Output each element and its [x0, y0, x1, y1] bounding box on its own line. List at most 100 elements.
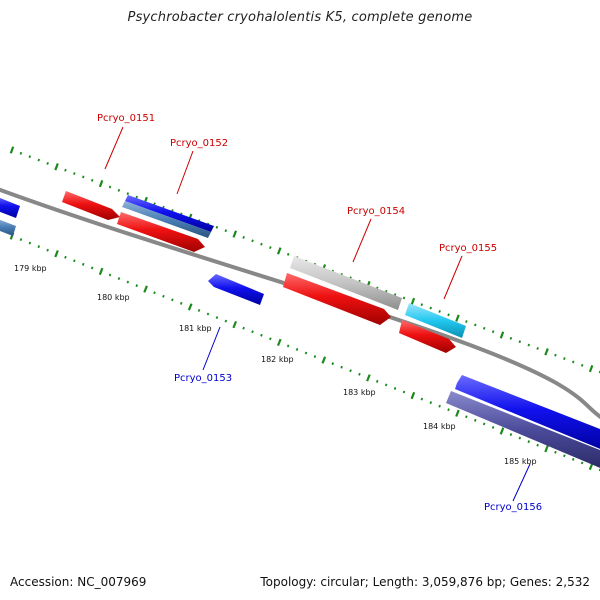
outer-track-minor-tick — [126, 192, 130, 196]
outer-track-minor-tick — [224, 229, 228, 233]
outer-track-minor-tick — [19, 151, 23, 155]
kbp-label-182: 182 kbp — [261, 355, 294, 364]
inner-track-minor-tick — [393, 386, 397, 390]
inner-track-minor-tick — [197, 308, 201, 312]
outer-track-minor-tick — [251, 239, 254, 243]
inner-track-minor-tick — [126, 280, 130, 284]
inner-track-minor-tick — [171, 298, 174, 302]
kbp-label-185: 185 kbp — [504, 457, 537, 466]
inner-track-major-tick — [232, 320, 238, 329]
outer-track-minor-tick — [402, 296, 406, 300]
gene-label-pcryo-0153[interactable]: Pcryo_0153 — [174, 373, 232, 384]
feature-pcryo-0156-slate[interactable] — [446, 391, 600, 470]
feature-pcryo-0155-cyan[interactable] — [405, 303, 466, 338]
map-title: Psychrobacter cryohalolentis K5, complet… — [127, 10, 473, 25]
outer-track-minor-tick — [81, 175, 85, 179]
outer-track-major-tick — [455, 314, 460, 322]
feature-pcryo-0153[interactable] — [208, 274, 264, 305]
inner-track-major-tick — [455, 409, 460, 417]
outer-track-minor-tick — [554, 353, 557, 357]
feature-left-blue[interactable] — [0, 196, 20, 218]
callout-line-0156 — [512, 463, 531, 502]
outer-track-major-tick — [410, 297, 416, 305]
inner-track-minor-tick — [46, 248, 49, 252]
kbp-label-180: 180 kbp — [97, 293, 130, 302]
inner-track-minor-tick — [438, 404, 441, 408]
inner-track-major-tick — [54, 250, 59, 258]
inner-track-minor-tick — [349, 369, 352, 373]
inner-track-minor-tick — [179, 301, 183, 305]
callout-line-0152 — [176, 150, 194, 195]
inner-track-minor-tick — [295, 347, 299, 351]
callout-line-0153 — [202, 326, 221, 371]
outer-track-minor-tick — [28, 155, 32, 159]
inner-track-major-tick — [410, 391, 416, 400]
genome-summary-text: Topology: circular; Length: 3,059,876 bp… — [260, 575, 590, 589]
gene-label-pcryo-0152[interactable]: Pcryo_0152 — [170, 138, 228, 149]
gene-labels[interactable]: Pcryo_0151 Pcryo_0152 Pcryo_0153 Pcryo_0… — [97, 113, 542, 513]
inner-track-minor-tick — [527, 440, 531, 444]
inner-track-minor-tick — [206, 312, 210, 316]
outer-track-minor-tick — [518, 340, 522, 344]
kbp-label-184: 184 kbp — [423, 422, 456, 431]
feature-pcryo-0154-red[interactable] — [283, 273, 391, 325]
inner-track-minor-tick — [73, 259, 76, 263]
gene-label-pcryo-0155[interactable]: Pcryo_0155 — [439, 243, 497, 254]
outer-track-minor-tick — [260, 242, 263, 246]
inner-track-minor-tick — [554, 450, 557, 454]
inner-track-minor-tick — [64, 255, 67, 259]
inner-track-minor-tick — [162, 294, 165, 298]
gene-label-pcryo-0156[interactable]: Pcryo_0156 — [484, 502, 542, 513]
feature-pcryo-0151[interactable] — [62, 191, 120, 220]
inner-track-minor-tick — [260, 333, 263, 337]
outer-track-minor-tick — [286, 252, 290, 256]
outer-track-minor-tick — [73, 172, 76, 176]
outer-track-minor-tick — [438, 309, 441, 313]
inner-track-minor-tick — [518, 436, 522, 440]
genome-backbone — [0, 187, 600, 420]
feature-pcryo-0156-blue[interactable] — [455, 375, 600, 451]
outer-track-minor-tick — [580, 363, 584, 367]
outer-track-minor-tick — [90, 178, 94, 182]
inner-track-minor-tick — [19, 238, 23, 242]
inner-track-minor-tick — [473, 418, 477, 422]
outer-track-minor-tick — [242, 235, 245, 239]
outer-track-minor-tick — [563, 357, 566, 361]
inner-track-major-tick — [366, 374, 371, 382]
feature-pcryo-0154-grey[interactable] — [290, 256, 402, 310]
inner-track-minor-tick — [482, 422, 486, 426]
outer-track-major-tick — [588, 365, 594, 373]
outer-tick-track — [9, 146, 600, 374]
inner-track-minor-tick — [402, 390, 406, 394]
feature-pcryo-0152-blue[interactable] — [125, 195, 214, 232]
outer-track-minor-tick — [447, 313, 450, 317]
outer-track-minor-tick — [491, 330, 495, 334]
inner-track-minor-tick — [304, 351, 308, 355]
outer-track-major-tick — [98, 180, 104, 188]
inner-track-major-tick — [187, 303, 193, 311]
inner-track-minor-tick — [37, 245, 41, 249]
inner-track-minor-tick — [108, 273, 112, 277]
inner-track-major-tick — [98, 267, 104, 276]
outer-track-minor-tick — [37, 158, 41, 162]
outer-track-major-tick — [9, 146, 15, 154]
gene-label-pcryo-0154[interactable]: Pcryo_0154 — [347, 206, 405, 217]
outer-track-major-tick — [232, 230, 238, 238]
inner-track-minor-tick — [340, 365, 343, 369]
inner-track-minor-tick — [251, 330, 254, 334]
feature-pcryo-0152-red[interactable] — [117, 212, 205, 252]
inner-track-minor-tick — [81, 262, 85, 266]
feature-pcryo-0152-steel[interactable] — [122, 201, 211, 238]
inner-track-minor-tick — [269, 337, 272, 341]
inner-tick-track — [9, 232, 600, 472]
feature-left-steel[interactable] — [0, 218, 16, 236]
inner-track-minor-tick — [491, 425, 495, 429]
inner-track-minor-tick — [429, 401, 433, 405]
gene-label-pcryo-0151[interactable]: Pcryo_0151 — [97, 113, 155, 124]
inner-track-minor-tick — [536, 443, 539, 447]
feature-pcryo-0155-red[interactable] — [399, 320, 456, 353]
outer-track-minor-tick — [117, 188, 121, 192]
kbp-label-179: 179 kbp — [14, 264, 47, 273]
outer-track-minor-tick — [215, 225, 219, 229]
